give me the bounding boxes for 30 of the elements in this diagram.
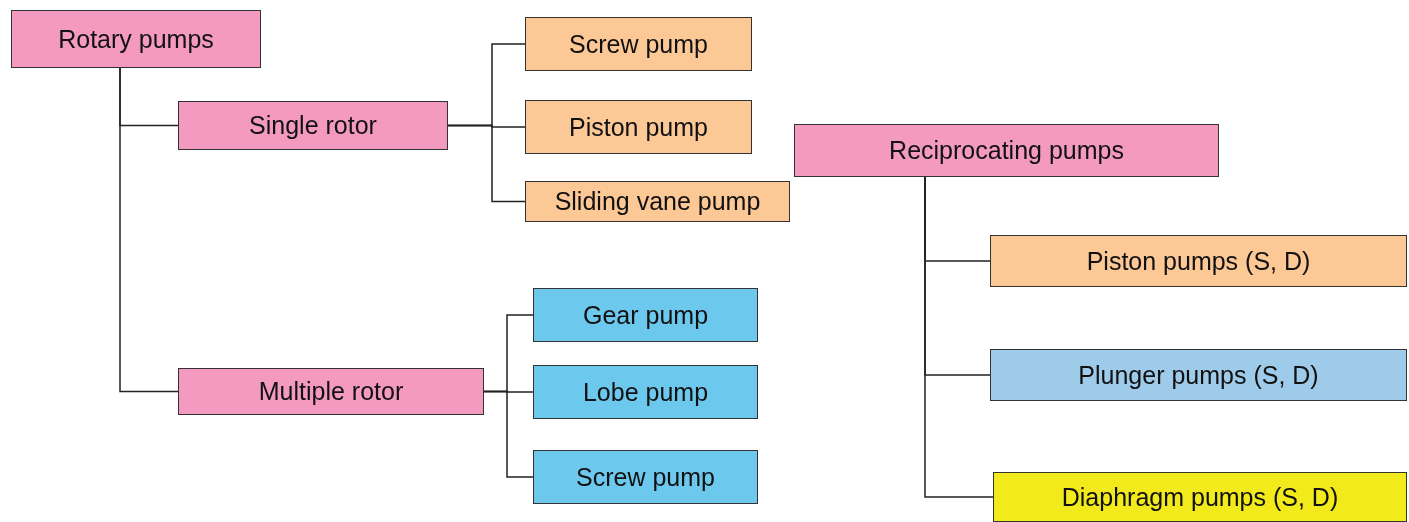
category-box	[533, 365, 758, 419]
node-label: Screw pump	[569, 29, 708, 59]
node-label: Gear pump	[582, 300, 709, 330]
node-label: Reciprocating pumps	[889, 136, 1124, 165]
connector-line	[483, 390, 534, 478]
node-label: Sliding vane pump	[554, 187, 761, 216]
node-label: Multiple rotor	[258, 377, 404, 406]
node-label: Piston pumps (S, D)	[1086, 246, 1311, 276]
connector-line	[924, 176, 994, 498]
category-box	[993, 472, 1407, 522]
category-box	[11, 10, 261, 68]
category-box	[533, 450, 758, 504]
category-box	[525, 100, 752, 154]
node-label: Screw pump	[576, 462, 715, 492]
node-label: Diaphragm pumps (S, D)	[1061, 482, 1339, 512]
connector-line	[119, 67, 179, 393]
category-box	[178, 101, 448, 150]
category-box	[990, 349, 1407, 401]
category-box	[990, 235, 1407, 287]
category-box	[533, 288, 758, 342]
category-box	[525, 181, 790, 222]
node-label: Rotary pumps	[58, 24, 214, 54]
category-box	[794, 124, 1219, 177]
category-box	[525, 17, 752, 71]
node-label: Lobe pump	[582, 377, 709, 407]
node-label: Plunger pumps (S, D)	[1078, 360, 1319, 390]
node-label: Piston pump	[569, 112, 708, 142]
category-box	[178, 368, 484, 415]
node-label: Single rotor	[249, 111, 377, 140]
connector-line	[447, 124, 526, 203]
